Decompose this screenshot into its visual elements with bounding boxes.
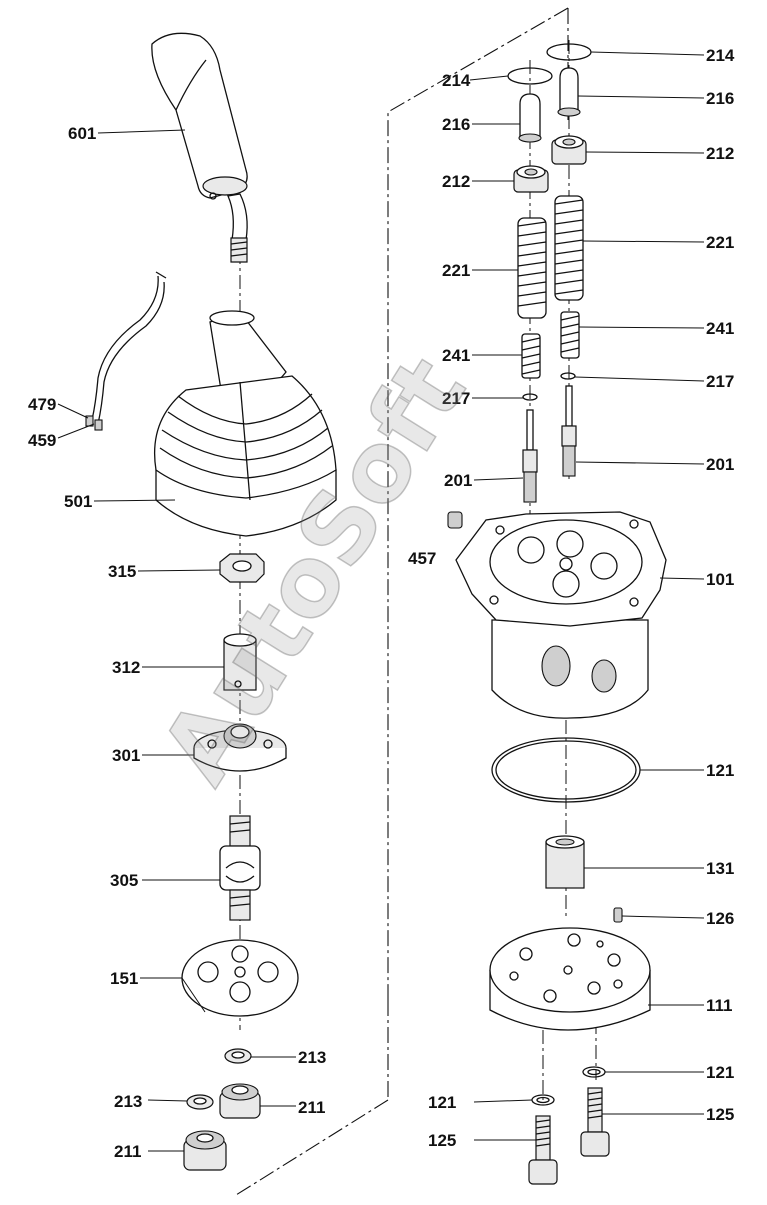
- part-125-bolt-a: [528, 1115, 558, 1185]
- leader-lines: [57, 51, 705, 1152]
- callout-213-b: 213: [114, 1092, 142, 1111]
- part-501-boot: [153, 310, 337, 537]
- part-241-spring-b: [560, 311, 580, 359]
- callout-214-b: 214: [706, 46, 735, 65]
- part-wires: [85, 271, 167, 431]
- part-125-bolt-b: [580, 1087, 610, 1157]
- part-211-seal-b: [183, 1130, 227, 1171]
- callout-213-a: 213: [298, 1048, 326, 1067]
- callout-214-a: 214: [442, 71, 471, 90]
- callout-217-a: 217: [442, 389, 470, 408]
- part-201-spool-b: [561, 385, 577, 477]
- part-101-casing: [455, 511, 667, 719]
- callout-315: 315: [108, 562, 136, 581]
- part-121-oring-b: [582, 1066, 606, 1078]
- callout-101: 101: [706, 570, 734, 589]
- callout-131: 131: [706, 859, 734, 878]
- part-457-plug: [447, 511, 463, 529]
- part-601-handle: [151, 32, 248, 263]
- part-221-spring-a: [517, 217, 547, 319]
- callout-216-a: 216: [442, 115, 470, 134]
- callout-126: 126: [706, 909, 734, 928]
- callout-211-a: 211: [298, 1098, 325, 1117]
- callout-601: 601: [68, 124, 96, 143]
- callout-459: 459: [28, 431, 56, 450]
- part-241-spring-a: [521, 333, 541, 379]
- callout-479: 479: [28, 395, 56, 414]
- callout-301: 301: [112, 746, 140, 765]
- callout-221-b: 221: [706, 233, 734, 252]
- part-315-nut: [219, 553, 265, 583]
- part-217-washer-a: [522, 393, 538, 401]
- callout-121-a: 121: [706, 761, 734, 780]
- part-212-guide-b: [551, 135, 587, 165]
- callout-457: 457: [408, 549, 436, 568]
- part-217-washer-b: [560, 372, 576, 380]
- callout-201-a: 201: [444, 471, 472, 490]
- callout-211-b: 211: [114, 1142, 141, 1161]
- callout-241-b: 241: [706, 319, 734, 338]
- part-216-plunger-b: [557, 67, 581, 117]
- part-301-disc: [193, 723, 287, 772]
- callout-labels: 601 479 459 501 315 312 301 305 151 213 …: [28, 46, 735, 1161]
- part-131-bushing: [545, 835, 585, 889]
- part-111-base: [489, 927, 651, 1031]
- callout-212-b: 212: [706, 144, 734, 163]
- part-201-spool-a: [522, 409, 538, 503]
- callout-201-b: 201: [706, 455, 734, 474]
- part-126-pin: [613, 907, 623, 923]
- callout-212-a: 212: [442, 172, 470, 191]
- assembly-frame: [235, 7, 569, 1196]
- part-312-coupler: [223, 633, 257, 691]
- callout-125-b: 125: [428, 1131, 456, 1150]
- part-216-plunger-a: [518, 93, 542, 143]
- callout-305: 305: [110, 871, 138, 890]
- part-221-spring-b: [554, 195, 584, 301]
- part-211-seal-a: [219, 1083, 261, 1119]
- part-213-washer-b: [186, 1094, 214, 1110]
- part-305-ujoint: [219, 815, 261, 921]
- callout-217-b: 217: [706, 372, 734, 391]
- callout-312: 312: [112, 658, 140, 677]
- callout-125-a: 125: [706, 1105, 734, 1124]
- callout-111: 111: [706, 996, 733, 1015]
- callout-121-c: 121: [428, 1093, 456, 1112]
- callout-216-b: 216: [706, 89, 734, 108]
- part-212-guide-a: [513, 165, 549, 193]
- callout-121-b: 121: [706, 1063, 734, 1082]
- callout-241-a: 241: [442, 346, 470, 365]
- callout-151: 151: [110, 969, 138, 988]
- callout-221-a: 221: [442, 261, 470, 280]
- callout-501: 501: [64, 492, 92, 511]
- part-213-washer-a: [224, 1048, 252, 1064]
